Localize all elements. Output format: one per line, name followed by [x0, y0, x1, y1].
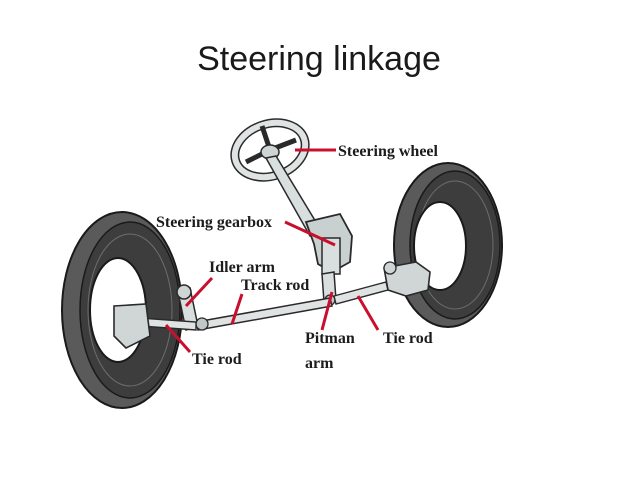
steering-gearbox [306, 214, 352, 274]
right-wheel [394, 163, 502, 327]
label-steering-gearbox: Steering gearbox [156, 214, 272, 231]
label-idler-arm: Idler arm [209, 259, 276, 276]
label-steering-wheel: Steering wheel [338, 143, 439, 160]
label-tie-rod-right: Tie rod [383, 330, 433, 347]
leader-tie-rod-right [358, 296, 378, 330]
track-rod [196, 298, 332, 330]
label-pitman-line1: Pitman [305, 330, 355, 347]
label-track-rod: Track rod [241, 277, 309, 294]
label-pitman-line2: arm [305, 355, 334, 372]
label-tie-rod-left: Tie rod [192, 351, 242, 368]
